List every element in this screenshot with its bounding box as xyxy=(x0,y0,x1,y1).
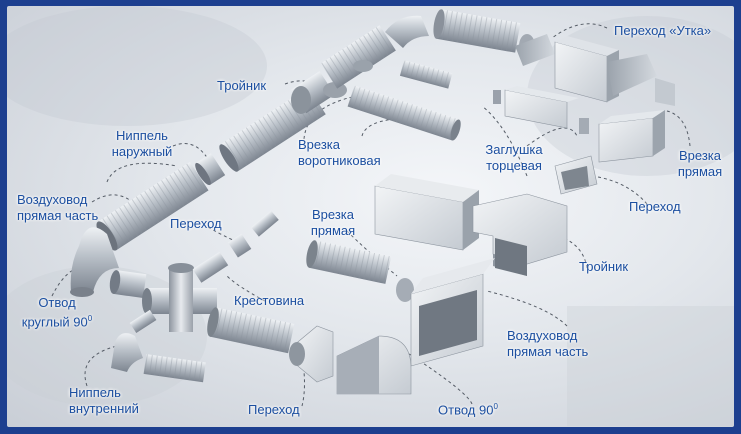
label-line-2: прямая часть xyxy=(507,344,589,359)
label-line-1: Врезка xyxy=(311,207,354,222)
label-troinik-right: Тройник xyxy=(579,259,629,274)
label-line-1: Врезка xyxy=(678,148,721,163)
label-line-2: круглый 900 xyxy=(15,311,99,330)
label-perekhod-right: Переход xyxy=(629,199,681,214)
label-text: круглый 90 xyxy=(21,314,88,330)
label-vrezka-pryamaya-mid: Врезка прямая xyxy=(305,207,361,239)
label-troinik-top: Тройник xyxy=(217,78,267,93)
label-vozdukhovod-right: Воздуховод прямая часть xyxy=(507,328,588,360)
label-line-1: Врезка xyxy=(298,137,341,152)
label-vrezka-vorotnikovaya: Врезка воротниковая xyxy=(298,137,381,169)
label-text: Отвод 90 xyxy=(438,402,494,418)
label-line-1: Отвод xyxy=(38,295,76,310)
label-vozdukhovod-left: Воздуховод прямая часть xyxy=(17,192,98,224)
label-krestovina: Крестовина xyxy=(234,293,305,308)
label-line-1: Ниппель xyxy=(69,385,121,400)
label-line-1: Воздуховод xyxy=(17,192,88,207)
label-perekhod-utka: Переход «Утка» xyxy=(614,23,712,38)
label-nippel-vnutrenny: Ниппель внутренний xyxy=(69,385,139,417)
label-zaglushka-tortsevaya: Заглушка торцевая xyxy=(479,142,549,174)
label-otvod-krugly: Отвод круглый 900 xyxy=(15,295,99,330)
ductwork-illustration xyxy=(7,6,734,426)
round-duct-chain xyxy=(70,9,535,383)
label-line-1: Ниппель xyxy=(116,128,168,143)
label-line-2: прямая xyxy=(677,164,723,179)
label-vrezka-pryamaya-right: Врезка прямая xyxy=(673,148,727,180)
cross-fitting xyxy=(142,263,217,332)
label-line-2: наружный xyxy=(111,144,173,159)
label-line-2: прямая xyxy=(310,223,356,238)
degree-sup: 0 xyxy=(87,314,93,323)
label-line-2: внутренний xyxy=(69,401,139,416)
label-perekhod-bottom: Переход xyxy=(248,402,300,417)
label-line-2: воротниковая xyxy=(298,153,381,168)
degree-sup: 0 xyxy=(493,402,498,411)
label-line-1: Заглушка xyxy=(485,142,543,157)
label-perekhod-mid: Переход xyxy=(170,216,222,231)
label-line-2: прямая часть xyxy=(17,208,99,223)
diagram-panel: Переход «Утка» Тройник Ниппель наружный … xyxy=(7,6,734,427)
label-line-1: Воздуховод xyxy=(507,328,578,343)
label-otvod-90: Отвод 900 xyxy=(438,399,498,418)
label-nippel-naruzhny: Ниппель наружный xyxy=(103,128,181,160)
rect-duct-group xyxy=(289,34,675,395)
label-line-2: торцевая xyxy=(486,158,542,173)
